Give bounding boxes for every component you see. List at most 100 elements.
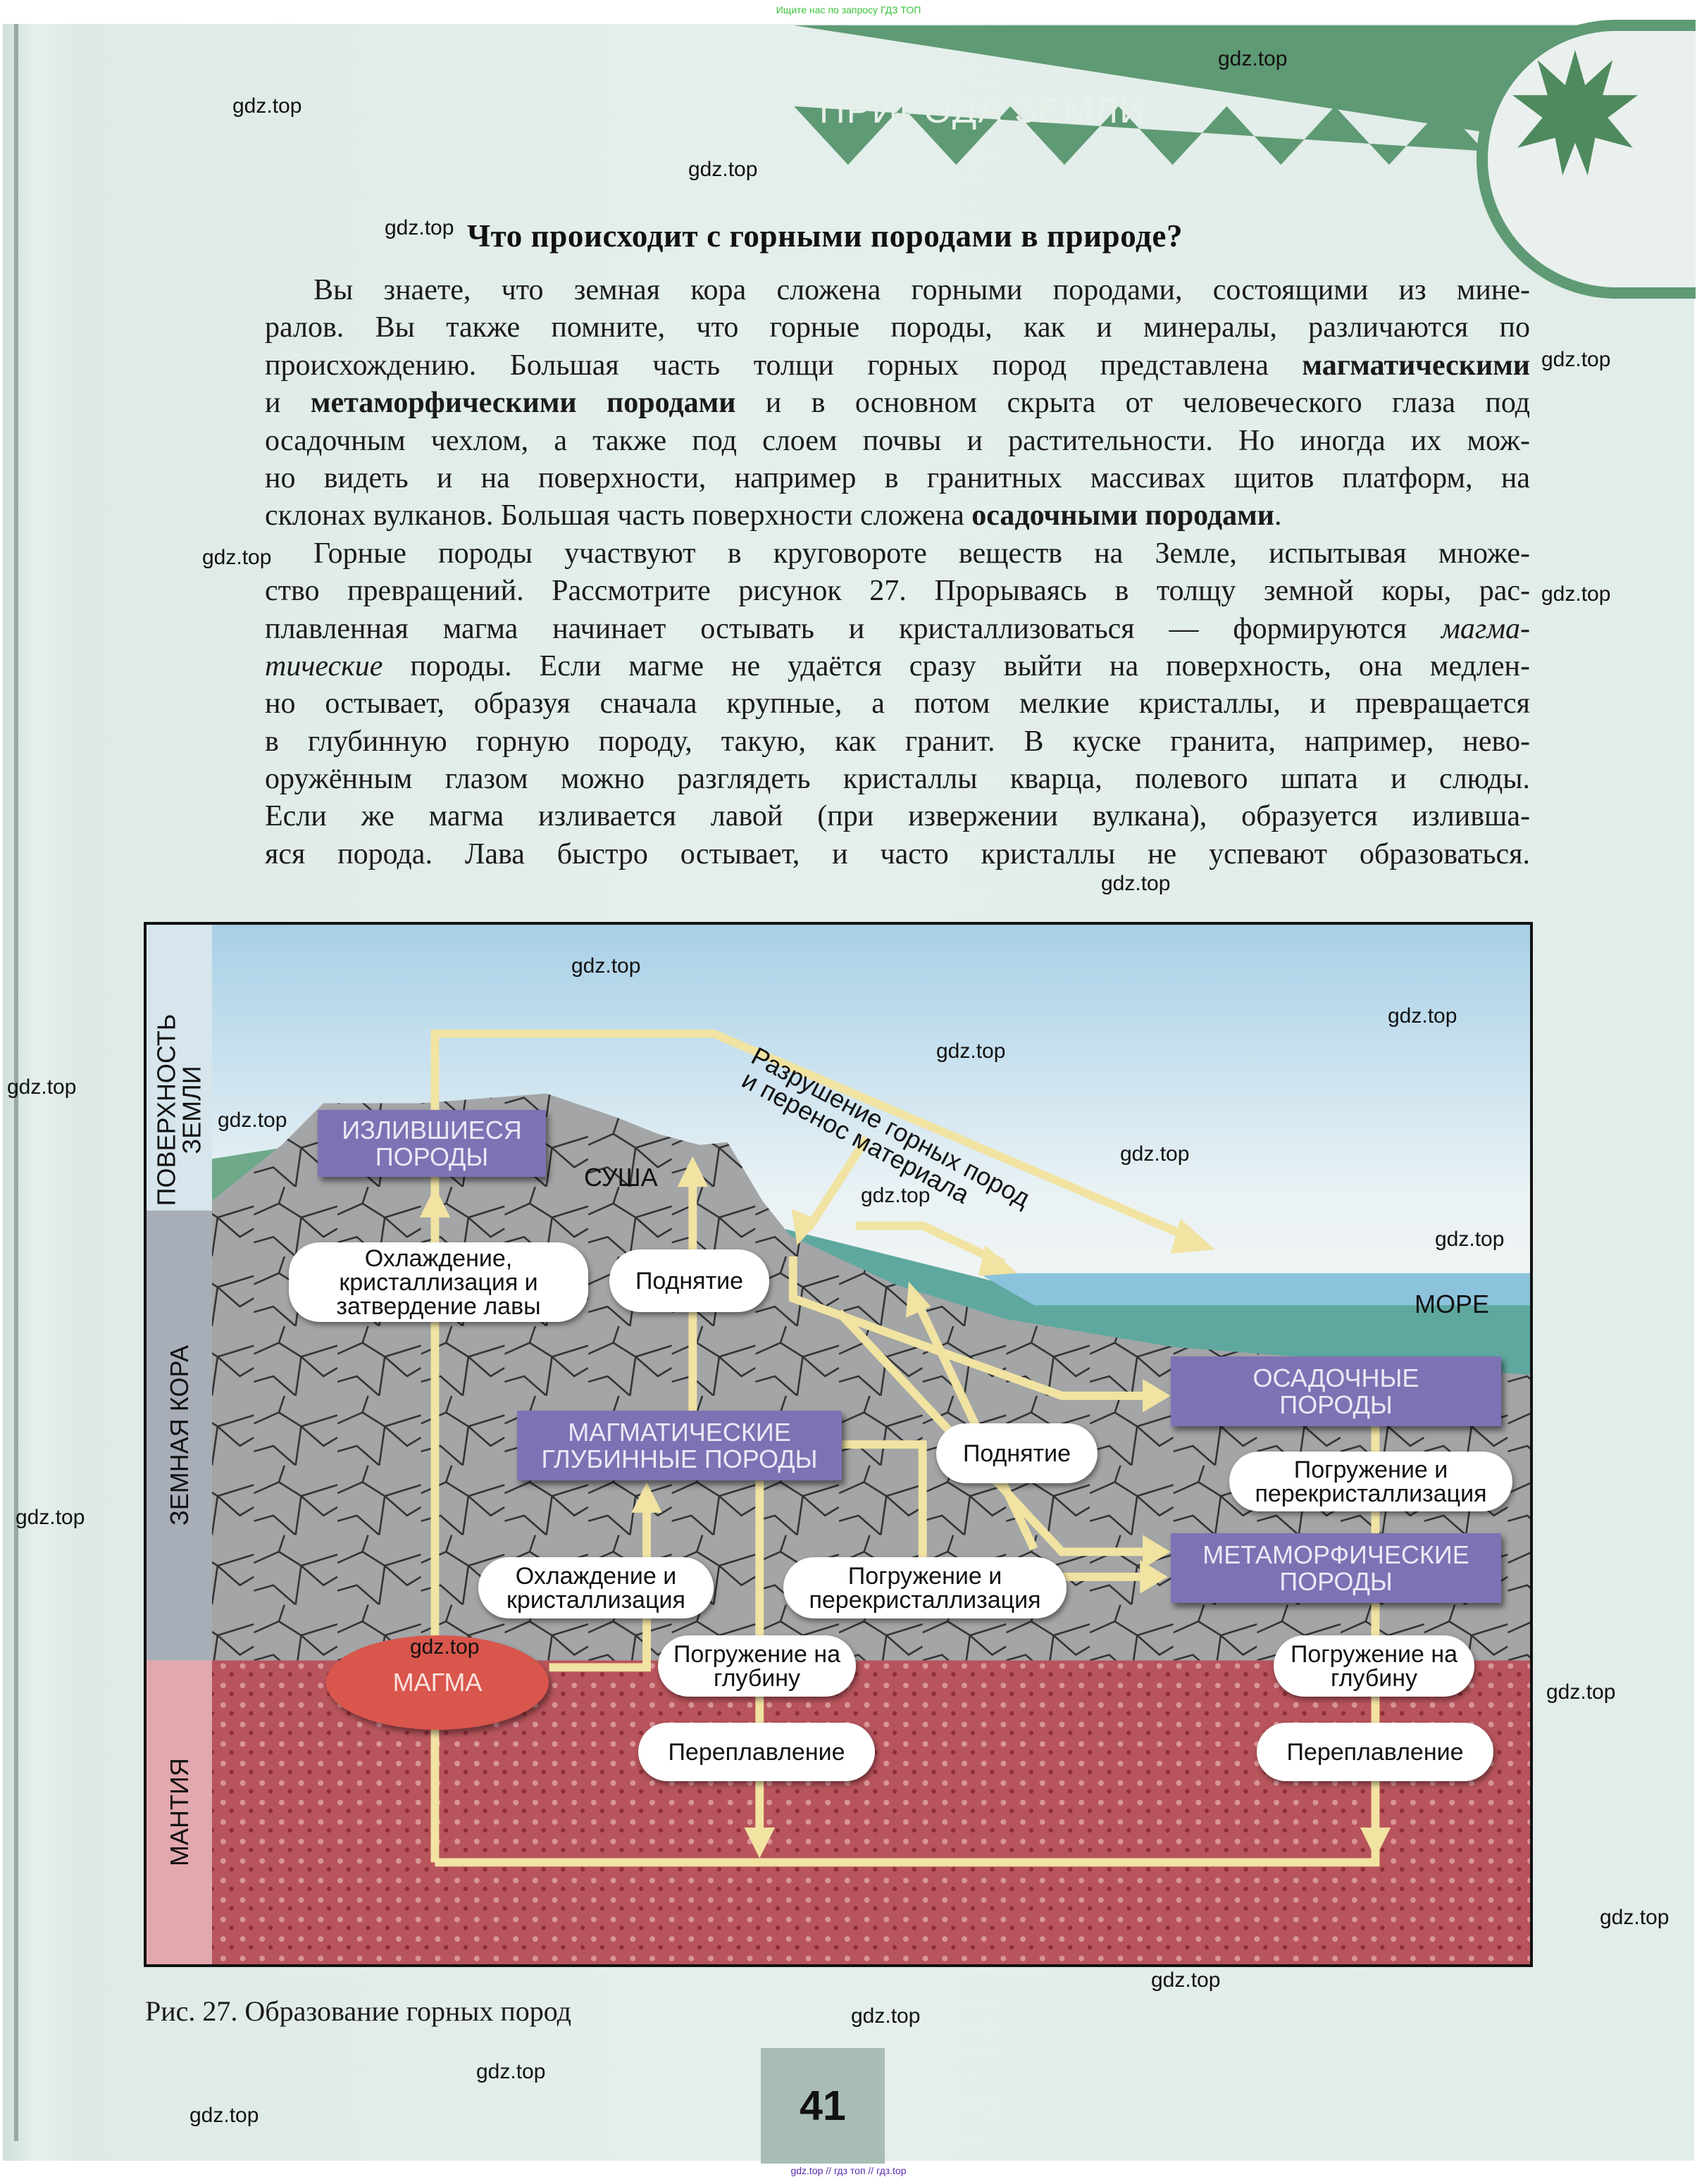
arrow-to-metamorphic-upper — [835, 1309, 1149, 1556]
zone-strip-mantle — [147, 1660, 212, 1964]
page-number: 41 — [761, 2048, 885, 2164]
process-melting-right: Переплавление — [1257, 1723, 1493, 1781]
text-line: но остывает, образуя сначала крупные, а … — [265, 685, 1530, 723]
bold-term: осадочными породами — [971, 499, 1274, 532]
watermark: gdz.top — [1435, 1228, 1505, 1251]
watermark: gdz.top — [851, 2004, 921, 2028]
watermark: gdz.top — [476, 2060, 546, 2083]
arrow-transport — [855, 1221, 1005, 1268]
arrow-erosion-down — [804, 1135, 871, 1231]
watermark: gdz.top — [1120, 1142, 1190, 1166]
arrowhead — [905, 1281, 931, 1318]
arrowhead — [677, 1156, 709, 1187]
watermark: gdz.top — [1151, 1968, 1221, 1992]
arrowhead — [1360, 1827, 1391, 1859]
body-text: Вы знаете, что земная кора сложена горны… — [265, 272, 1530, 873]
text-run: породы. Если магме не удаётся сразу выйт… — [383, 649, 1530, 682]
watermark: gdz.top — [936, 1040, 1006, 1063]
rock-box-intrusive: МАГМАТИЧЕСКИЕ ГЛУБИННЫЕ ПОРОДЫ — [517, 1411, 842, 1480]
section-title: ПРИРОДА ЗЕМЛИ — [819, 90, 1147, 130]
text-run: Горные породы участвуют в круговороте ве… — [313, 537, 1530, 570]
arrow-magma-cooling — [549, 1500, 651, 1672]
text-run: происхождению. Большая часть толщи горны… — [265, 349, 1303, 382]
watermark: gdz.top — [202, 546, 272, 569]
text-line: плавленная магма начинает остывать и кри… — [265, 611, 1530, 648]
zone-label-crust: ЗЕМНАЯ КОРА — [164, 1344, 194, 1525]
text-line: происхождению. Большая часть толщи горны… — [265, 347, 1530, 385]
arrowhead — [1170, 1218, 1216, 1254]
process-uplift-right: Поднятие — [936, 1423, 1098, 1483]
process-uplift-left: Поднятие — [609, 1249, 769, 1312]
text-run: и — [265, 387, 311, 420]
text-run: ралов. Вы также помните, что горные поро… — [265, 311, 1530, 344]
watermark: gdz.top — [1541, 348, 1611, 371]
sea-surface — [978, 1273, 1530, 1306]
sea-label: МОРЕ — [1415, 1290, 1490, 1318]
watermark: gdz.top — [1388, 1004, 1457, 1028]
text-line: в глубинную горную породу, такую, как гр… — [265, 723, 1530, 761]
text-run: осадочным чехлом, а также под слоем почв… — [265, 424, 1530, 457]
text-run: . — [1274, 499, 1282, 532]
text-line: ство превращений. Рассмотрите рисунок 27… — [265, 573, 1530, 610]
arrow-main-loop — [430, 1029, 1203, 1863]
crust-rock — [211, 1093, 1530, 1661]
process-cooling: Охлаждение и кристаллизация — [478, 1557, 714, 1618]
watermark: gdz.top — [385, 216, 454, 239]
zone-strip-surface — [147, 925, 212, 1211]
section-heading: Что происходит с горными породами в прир… — [467, 218, 1183, 254]
watermark: gdz.top — [15, 1506, 85, 1529]
italic-term: магма- — [1441, 612, 1530, 645]
figure-caption: Рис. 27. Образование горных пород — [145, 1995, 571, 2027]
text-run: склонах вулканов. Большая часть поверхно… — [265, 499, 972, 532]
process-sink-left: Погружение на глубину — [658, 1635, 856, 1697]
arrowhead — [791, 1209, 820, 1246]
italic-term: тические — [265, 649, 383, 682]
figure-rock-cycle: ПОВЕРХНОСТЬ ЗЕМЛИ ЗЕМНАЯ КОРА МАНТИЯ СУШ… — [144, 922, 1533, 1967]
bold-term: магматическими — [1302, 349, 1530, 382]
text-run: ство превращений. Рассмотрите рисунок 27… — [265, 575, 1530, 608]
rock-box-sedimentary: ОСАДОЧНЫЕ ПОРОДЫ — [1171, 1356, 1501, 1426]
text-run: Вы знаете, что земная кора сложена горны… — [313, 274, 1530, 306]
text-line: Горные породы участвуют в круговороте ве… — [265, 535, 1530, 573]
arrowhead — [1140, 1560, 1168, 1594]
process-recrystallization-right: Погружение и перекристаллизация — [1229, 1452, 1512, 1511]
arrowhead — [1143, 1379, 1171, 1413]
text-line: тические породы. Если магме не удаётся с… — [265, 648, 1530, 685]
watermark: gdz.top — [1101, 872, 1171, 895]
zone-label-surface: ПОВЕРХНОСТЬ ЗЕМЛИ — [151, 1013, 206, 1206]
bold-term: метаморфическими породами — [310, 387, 736, 420]
watermark: gdz.top — [1546, 1680, 1616, 1704]
watermark: gdz.top — [688, 158, 758, 181]
text-run: но остывает, образуя сначала крупные, а … — [265, 687, 1530, 720]
watermark: gdz.top — [1600, 1906, 1670, 1929]
watermark: gdz.top — [1541, 582, 1611, 606]
watermark: gdz.top — [232, 94, 302, 118]
watermark: gdz.top — [7, 1075, 77, 1099]
arrowhead — [978, 1245, 1018, 1276]
text-run: плавленная магма начинает остывать и кри… — [265, 612, 1442, 645]
process-recrystallization-left: Погружение и перекристаллизация — [783, 1557, 1067, 1618]
watermark: gdz.top — [571, 954, 641, 978]
text-run: и в основном скрыта от человеческого гла… — [735, 387, 1531, 420]
arrow-to-sedimentary — [788, 1256, 1149, 1400]
text-line: яся порода. Лава быстро остывает, и част… — [265, 836, 1530, 873]
text-run: в глубинную горную породу, такую, как гр… — [265, 725, 1530, 758]
text-run: яся порода. Лава быстро остывает, и част… — [265, 837, 1530, 871]
footer-note: gdz.top // гдз топ // гдз.top — [790, 2165, 907, 2176]
arrowhead — [1143, 1535, 1171, 1569]
zone-label-mantle: МАНТИЯ — [164, 1757, 194, 1866]
text-line: но видеть и на поверхности, например в г… — [265, 460, 1530, 497]
arrowhead — [631, 1482, 662, 1513]
zone-strip-crust — [147, 1210, 212, 1661]
watermark: gdz.top — [861, 1184, 931, 1207]
magma-ellipse: МАГМА — [326, 1635, 549, 1730]
process-sink-right: Погружение на глубину — [1274, 1635, 1474, 1697]
watermark: gdz.top — [189, 2104, 259, 2127]
rock-box-extrusive: ИЗЛИВШИЕСЯ ПОРОДЫ — [318, 1110, 546, 1177]
text-line: склонах вулканов. Большая часть поверхно… — [265, 497, 1530, 535]
text-run: оружённым глазом можно разглядеть криста… — [265, 763, 1530, 796]
watermark: gdz.top — [410, 1635, 480, 1659]
text-line: ралов. Вы также помните, что горные поро… — [265, 309, 1530, 347]
text-run: но видеть и на поверхности, например в г… — [265, 461, 1530, 494]
rock-box-metamorphic: МЕТАМОРФИЧЕСКИЕ ПОРОДЫ — [1171, 1533, 1501, 1603]
